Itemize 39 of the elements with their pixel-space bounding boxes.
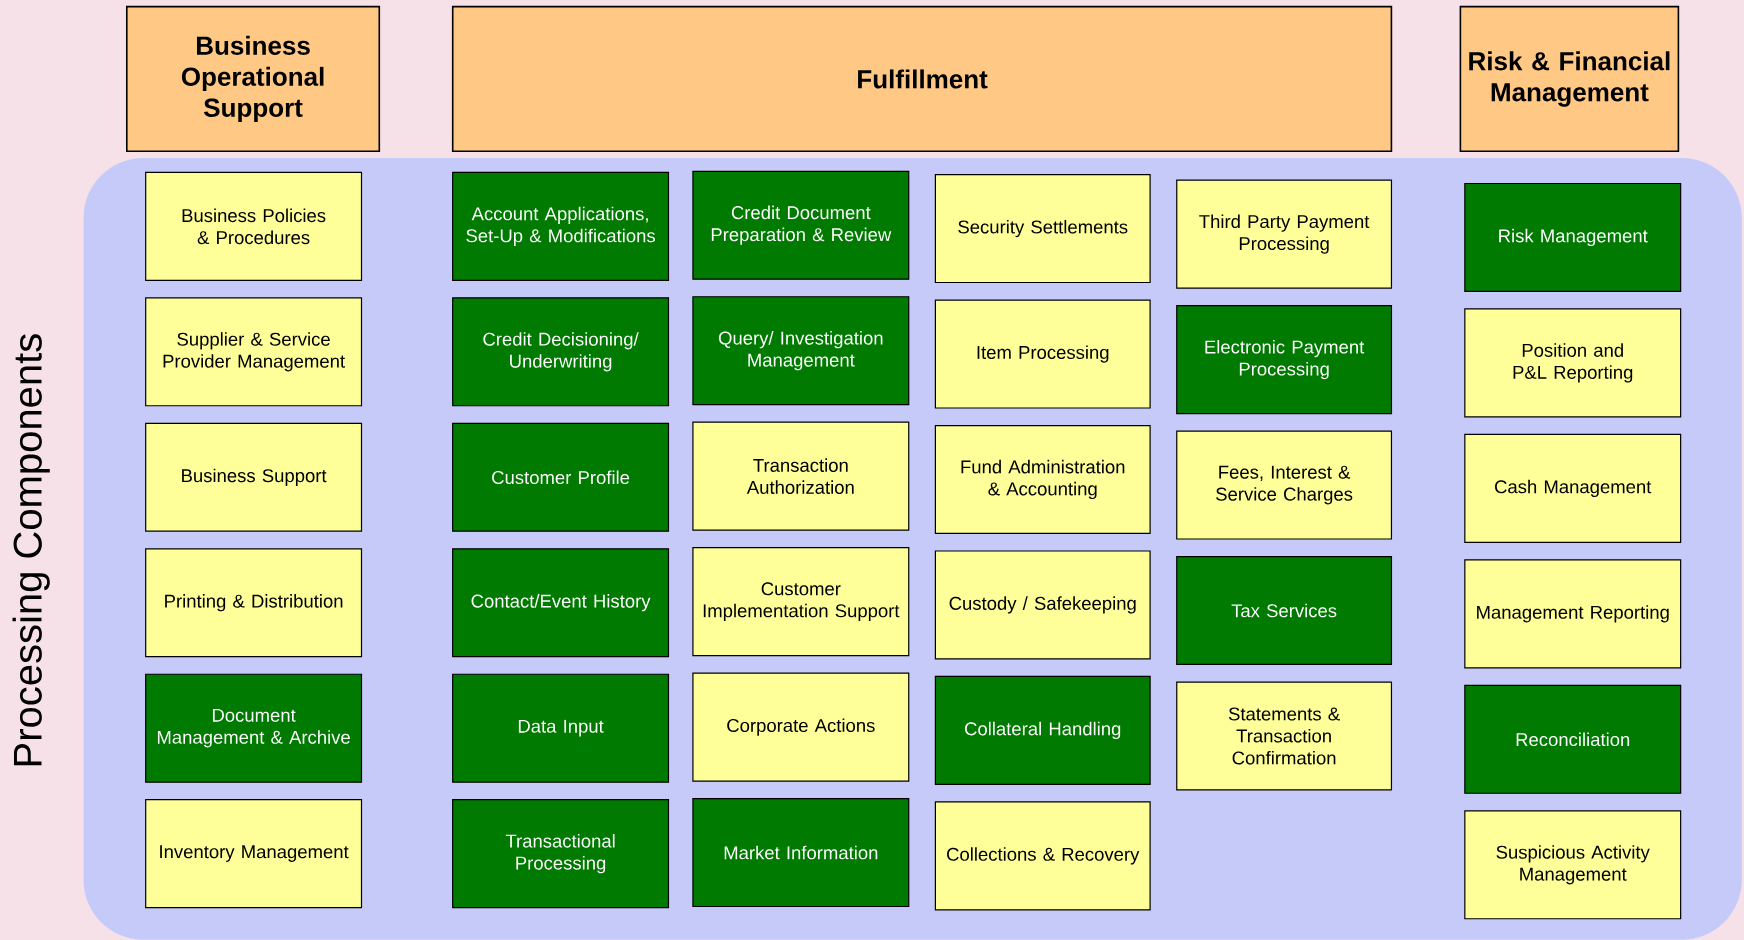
component-box: Customer Profile — [452, 422, 670, 532]
component-box: Electronic Payment Processing — [1176, 305, 1393, 415]
component-box: Fund Administration & Accounting — [934, 424, 1151, 535]
component-box: Item Processing — [934, 299, 1151, 409]
band-heading: Processing Components — [12, 334, 50, 766]
component-box: Collateral Handling — [934, 675, 1151, 785]
component-box: Corporate Actions — [692, 672, 910, 782]
component-box: Business Policies & Procedures — [145, 171, 363, 281]
component-box: Business Support — [145, 422, 363, 532]
component-box: Customer Implementation Support — [692, 547, 910, 657]
component-box: Custody / Safekeeping — [934, 550, 1151, 660]
component-box: Query/ Investigation Management — [692, 296, 910, 406]
component-box: Transactional Processing — [452, 799, 670, 909]
component-box: Printing & Distribution — [145, 548, 363, 658]
component-box: Risk Management — [1464, 182, 1682, 293]
component-box: Credit Document Preparation & Review — [692, 170, 910, 280]
component-box: Market Information — [692, 798, 910, 908]
component-box: Third Party Payment Processing — [1176, 179, 1393, 289]
component-box: Data Input — [452, 673, 670, 783]
component-box: Statements & Transaction Confirmation — [1176, 681, 1393, 791]
component-box: Contact/Event History — [452, 548, 670, 658]
component-box: Suspicious Activity Management — [1464, 810, 1682, 920]
component-box: Credit Decisioning/ Underwriting — [452, 297, 670, 407]
component-box: Position and P&L Reporting — [1464, 308, 1682, 418]
component-box: Account Applications, Set-Up & Modifications — [452, 171, 670, 281]
component-box: Fees, Interest & Service Charges — [1176, 430, 1393, 540]
component-box: Supplier & Service Provider Management — [145, 297, 363, 407]
component-box: Reconciliation — [1464, 684, 1682, 794]
component-box: Tax Services — [1176, 555, 1393, 666]
category-header: Risk & Financial Management — [1459, 5, 1680, 153]
category-header: Fulfillment — [451, 5, 1393, 153]
component-box: Transaction Authorization — [692, 421, 910, 531]
component-box: Document Management & Archive — [145, 673, 363, 783]
component-box: Cash Management — [1464, 433, 1682, 543]
component-box: Collections & Recovery — [934, 801, 1151, 911]
category-header: Business Operational Support — [126, 5, 381, 153]
component-box: Security Settlements — [934, 174, 1151, 284]
component-box: Inventory Management — [145, 799, 363, 909]
component-box: Management Reporting — [1464, 559, 1682, 669]
